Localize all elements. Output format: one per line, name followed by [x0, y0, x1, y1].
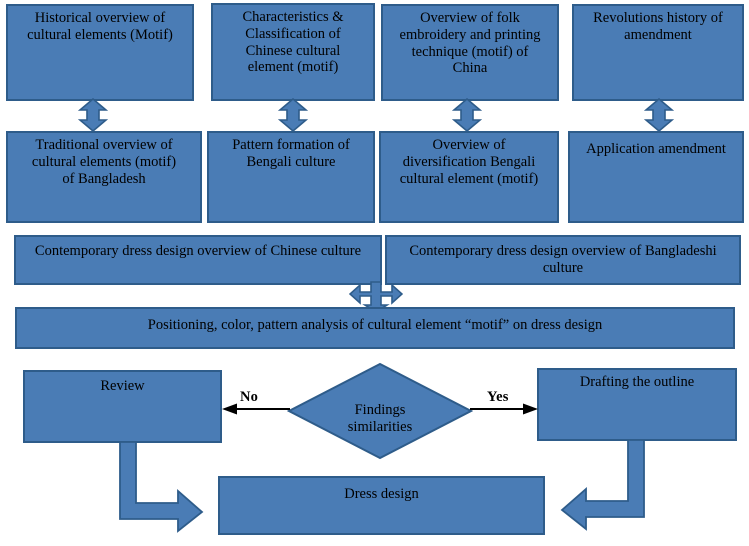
node-folk-embroidery[interactable]: Overview of folk embroidery and printing… [381, 4, 559, 101]
node-drafting-outline[interactable]: Drafting the outline [537, 368, 737, 441]
elbow-arrow-left [108, 441, 204, 533]
decision-findings-similarities[interactable]: Findings similarities [287, 362, 473, 460]
yes-branch-arrow [470, 403, 538, 415]
node-contemporary-bangladeshi[interactable]: Contemporary dress design overview of Ba… [385, 235, 741, 285]
node-historical-overview[interactable]: Historical overview of cultural elements… [6, 4, 194, 101]
no-branch-arrow [222, 403, 290, 415]
double-arrow-connector-3 [452, 98, 482, 132]
yes-branch-label: Yes [487, 389, 509, 405]
node-traditional-overview[interactable]: Traditional overview of cultural element… [6, 131, 202, 223]
node-application-amendment[interactable]: Application amendment [568, 131, 744, 223]
double-arrow-connector-4 [644, 98, 674, 132]
node-dress-design[interactable]: Dress design [218, 476, 545, 535]
node-positioning-analysis[interactable]: Positioning, color, pattern analysis of … [15, 307, 735, 349]
node-characteristics-classification[interactable]: Characteristics & Classification of Chin… [211, 3, 375, 101]
node-contemporary-chinese[interactable]: Contemporary dress design overview of Ch… [14, 235, 382, 285]
double-arrow-connector-2 [278, 98, 308, 132]
node-pattern-formation[interactable]: Pattern formation of Bengali culture [207, 131, 375, 223]
node-revolutions-history[interactable]: Revolutions history of amendment [572, 4, 744, 101]
elbow-arrow-right [560, 439, 656, 531]
node-review[interactable]: Review [23, 370, 222, 443]
double-arrow-connector-1 [78, 98, 108, 132]
no-branch-label: No [240, 389, 259, 405]
node-diversification-bengali[interactable]: Overview of diversification Bengali cult… [379, 131, 559, 223]
